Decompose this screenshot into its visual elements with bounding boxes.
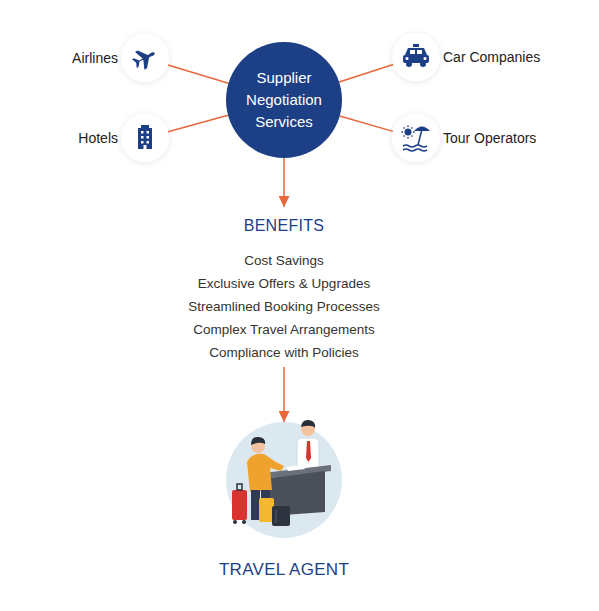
icon-halo <box>392 114 440 162</box>
taxi-icon <box>405 48 427 55</box>
beach-icon <box>402 126 415 139</box>
beach-icon <box>403 145 427 147</box>
flow-arrow <box>283 158 285 207</box>
beach-icon <box>405 129 412 136</box>
taxi-icon <box>403 44 429 67</box>
connector-line <box>340 116 393 131</box>
travel-agent-illustration <box>233 520 237 524</box>
node-label: Tour Operators <box>443 128 536 148</box>
taxi-icon <box>424 57 427 60</box>
travel-agent-illustration <box>226 420 342 538</box>
beach-icon <box>404 128 405 129</box>
travel-agent-illustration <box>301 420 315 428</box>
connector-line <box>168 65 229 83</box>
beach-icon <box>402 126 431 152</box>
airplane-icon <box>132 56 142 68</box>
supplier-node: Car Companies <box>392 33 552 81</box>
icon-halo <box>121 114 169 162</box>
taxi-icon <box>410 50 415 54</box>
supplier-node: Airlines <box>58 34 170 82</box>
hotel-icon <box>141 136 144 139</box>
hotel-icon <box>144 145 147 149</box>
supplier-node: Hotels <box>58 114 170 162</box>
taxi-icon <box>417 50 422 54</box>
travel-agent-illustration <box>251 437 265 445</box>
travel-agent-illustration <box>306 441 311 462</box>
icon-halo <box>121 34 169 82</box>
travel-agent-illustration <box>242 520 246 524</box>
travel-agent-illustration <box>286 465 305 471</box>
hotel-icon <box>147 141 150 144</box>
beach-icon <box>418 129 422 145</box>
travel-agent-illustration <box>251 490 260 520</box>
travel-agent-illustration <box>272 506 290 526</box>
hotel-icon <box>141 141 144 144</box>
beach-icon <box>407 137 408 139</box>
hotel-icon <box>147 131 150 134</box>
benefit-item: Complex Travel Arrangements <box>170 318 398 341</box>
section-heading: BENEFITS <box>170 215 398 237</box>
travel-agent-illustration <box>259 498 274 522</box>
travel-agent-illustration <box>226 422 342 538</box>
hotel-icon <box>141 131 144 134</box>
beach-icon <box>407 126 408 128</box>
benefit-item: Compliance with Policies <box>170 341 398 364</box>
hotel-icon <box>138 128 152 149</box>
travel-agent-illustration <box>247 454 284 492</box>
travel-agent-illustration <box>237 484 242 490</box>
beach-icon <box>403 149 427 151</box>
connector-line <box>168 115 228 131</box>
beach-icon <box>413 131 415 132</box>
benefit-item: Streamlined Booking Processes <box>170 295 398 318</box>
beach-icon <box>412 128 413 129</box>
beach-icon <box>412 136 413 137</box>
beach-icon <box>404 136 405 137</box>
icon-halo <box>392 33 440 81</box>
beach-icon <box>402 131 404 132</box>
flow-arrow <box>283 367 285 422</box>
taxi-icon <box>403 55 429 63</box>
node-label: TRAVEL AGENT <box>209 559 359 581</box>
hotel-icon <box>147 136 150 139</box>
benefit-item: Cost Savings <box>170 249 398 272</box>
central-service-circle: Supplier Negotiation Services <box>226 42 342 158</box>
connector-line <box>339 64 393 82</box>
hotel-icon <box>138 125 152 149</box>
circle-fill <box>226 42 342 158</box>
supplier-node: Tour Operators <box>392 114 552 162</box>
taxi-icon <box>420 61 426 67</box>
node-label: Hotels <box>78 128 118 148</box>
benefits-block: BENEFITS Cost SavingsExclusive Offers & U… <box>170 207 398 367</box>
travel-agent-illustration <box>232 490 247 520</box>
travel-agent-node: TRAVEL AGENT <box>209 418 359 586</box>
node-label: Car Companies <box>443 47 540 67</box>
airplane-icon <box>130 44 160 72</box>
travel-agent-illustration <box>276 510 277 523</box>
benefit-item: Exclusive Offers & Upgrades <box>170 272 398 295</box>
hotel-icon <box>141 125 149 128</box>
taxi-icon <box>406 61 412 67</box>
icon-halo <box>121 33 440 162</box>
node-label: Supplier Negotiation Services <box>234 67 334 133</box>
taxi-icon <box>413 44 419 47</box>
taxi-icon <box>406 57 409 60</box>
node-label: Airlines <box>72 48 118 68</box>
